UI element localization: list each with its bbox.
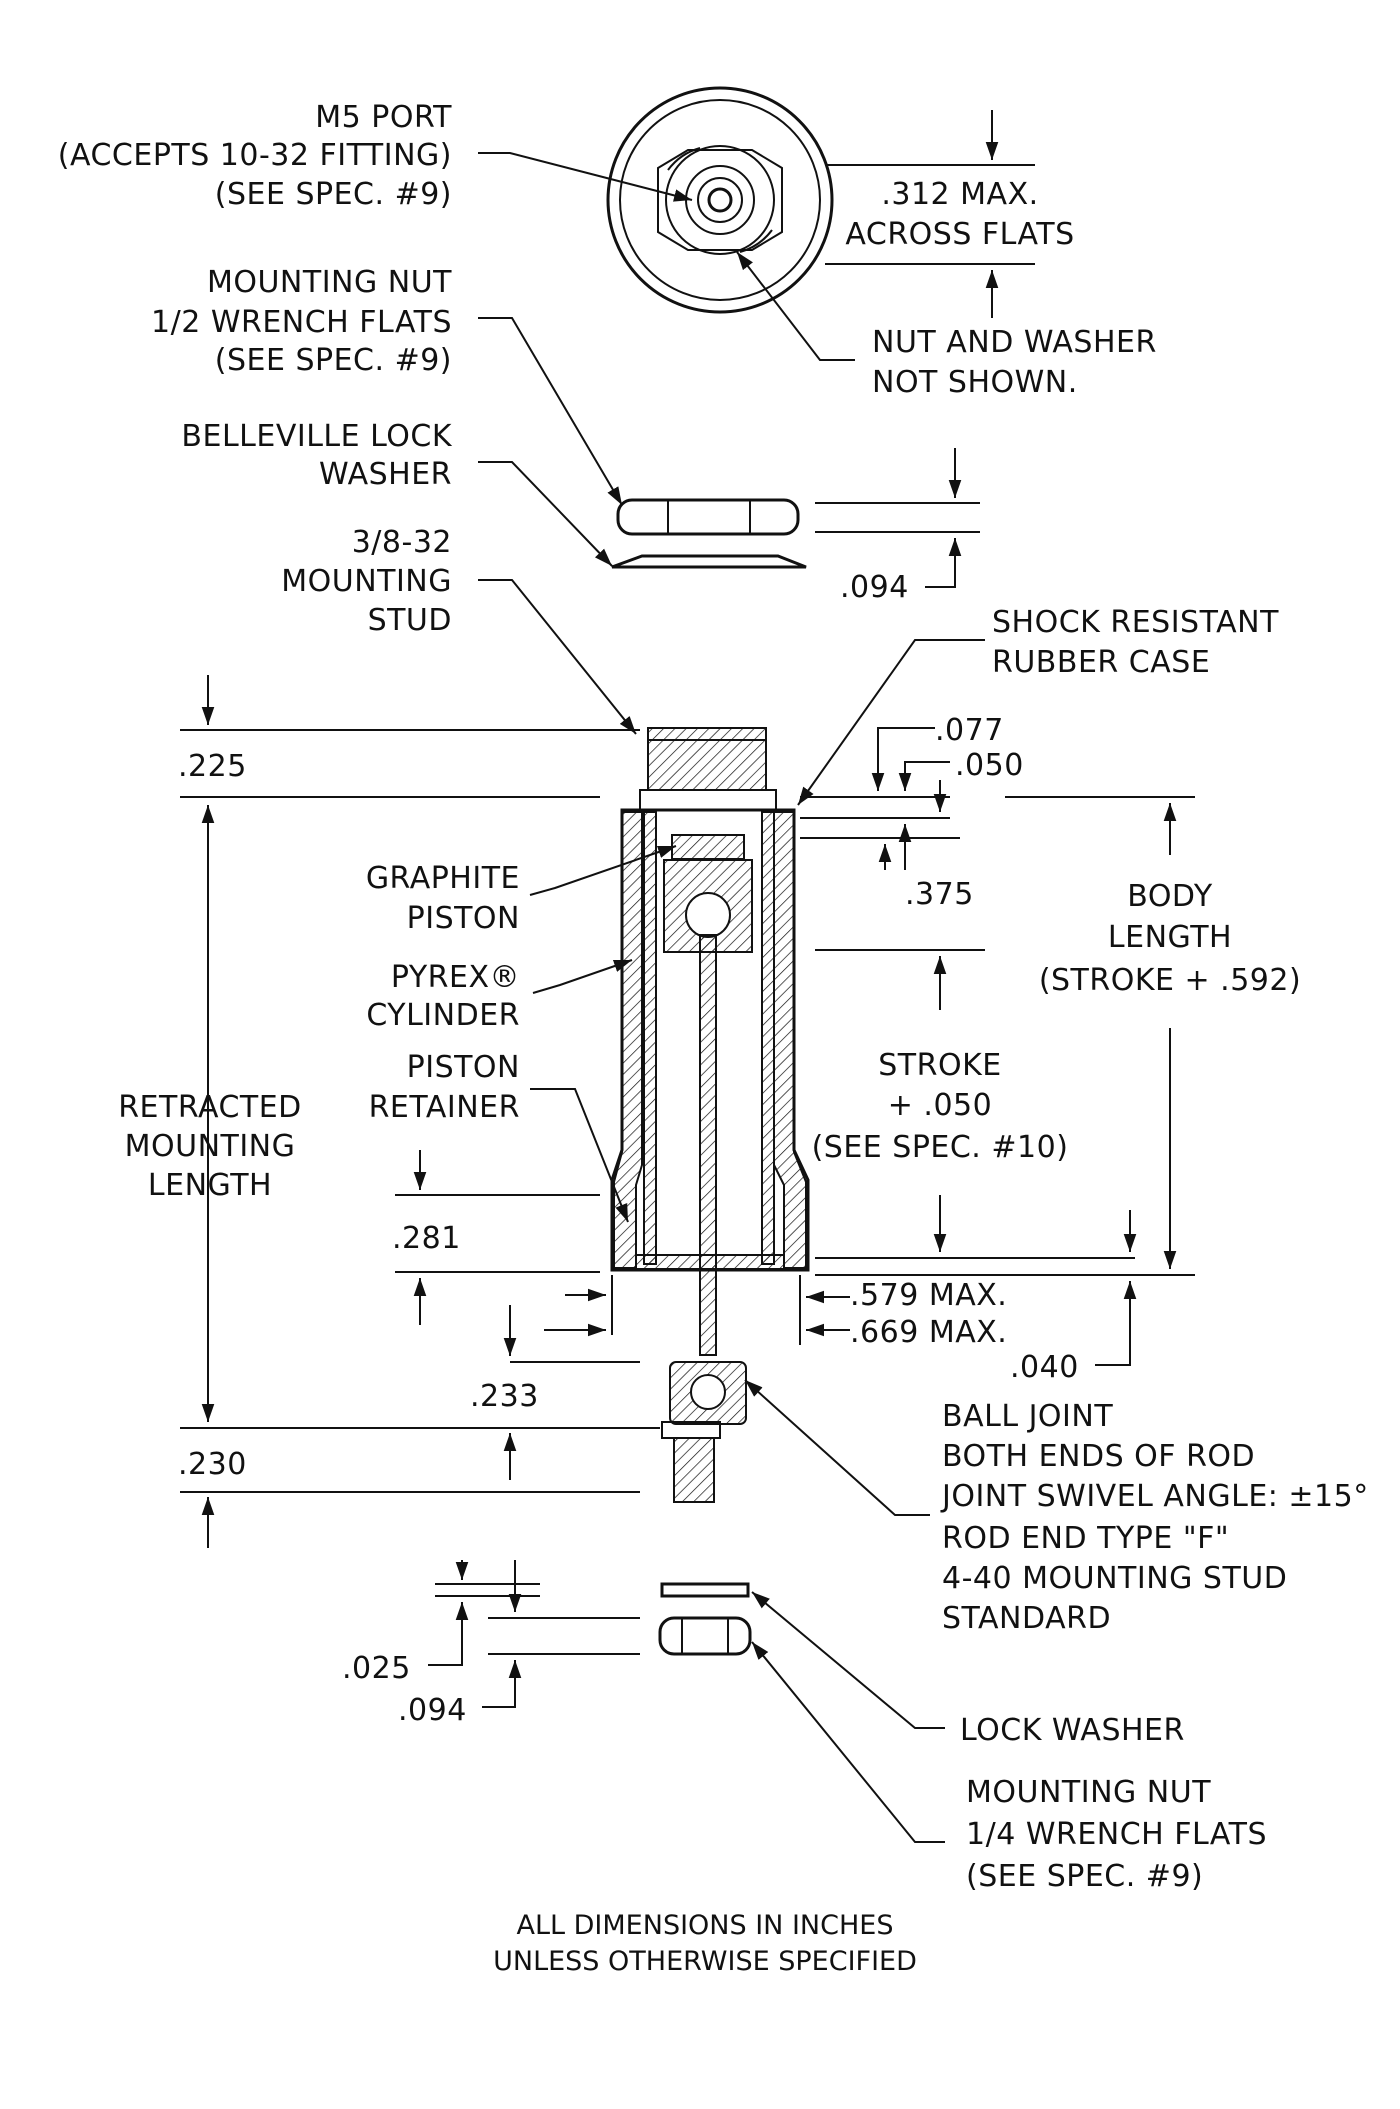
piston-retainer-label: RETAINER [369, 1090, 520, 1125]
mounting-nut-top-label: (SEE SPEC. #9) [215, 343, 452, 378]
m5-port-label: (SEE SPEC. #9) [215, 177, 452, 212]
footer-note: ALL DIMENSIONS IN INCHES [517, 1910, 894, 1941]
top-nut-dimension [815, 448, 980, 588]
dim-230: .230 [178, 1447, 247, 1482]
dimension-lines [180, 675, 1195, 1708]
dim-040: .040 [1010, 1350, 1079, 1385]
leader-lines [478, 152, 985, 1843]
belleville-washer [611, 554, 807, 569]
dim-669: .669 MAX. [850, 1315, 1007, 1350]
ball-joint-label: BALL JOINT [942, 1399, 1113, 1434]
belleville-label: BELLEVILLE LOCK [181, 419, 452, 454]
dim-094-bottom: .094 [398, 1693, 467, 1728]
rod-end [661, 1361, 747, 1503]
stroke-label: (SEE SPEC. #10) [812, 1130, 1069, 1165]
stroke-label: + .050 [888, 1088, 992, 1123]
nut-washer-not-shown-label: NUT AND WASHER [872, 325, 1157, 360]
dim-375: .375 [905, 877, 974, 912]
piston-retainer-label: PISTON [407, 1050, 520, 1085]
top-view [606, 86, 834, 314]
ball-joint-label: 4-40 MOUNTING STUD [942, 1561, 1287, 1596]
pyrex-cylinder-label: CYLINDER [366, 998, 520, 1033]
graphite-piston-label: PISTON [407, 901, 520, 936]
dim-579: .579 MAX. [850, 1278, 1007, 1313]
mounting-nut-bottom-label: MOUNTING NUT [966, 1775, 1211, 1810]
dimension-values: .094 .225 .077 .050 .375 .281 .579 MAX. … [178, 570, 1079, 1728]
mounting-stud-label: MOUNTING [281, 564, 452, 599]
retracted-length-label: MOUNTING [125, 1129, 296, 1164]
across-flats-dimension [825, 110, 1035, 318]
shock-case-label: RUBBER CASE [992, 645, 1210, 680]
mounting-nut-bottom-label: (SEE SPEC. #9) [966, 1859, 1203, 1894]
stroke-label: STROKE [878, 1048, 1001, 1083]
dim-094-top: .094 [840, 570, 909, 605]
mounting-stud-label: 3/8-32 [352, 525, 452, 560]
top-mounting-nut [616, 498, 800, 536]
mounting-nut-top-label: 1/2 WRENCH FLATS [151, 305, 452, 340]
m5-port-label: M5 PORT [315, 100, 452, 135]
across-flats-label: ACROSS FLATS [845, 217, 1074, 252]
retracted-length-label: LENGTH [148, 1168, 272, 1203]
body-length-label: (STROKE + .592) [1039, 963, 1301, 998]
dim-025: .025 [342, 1651, 411, 1686]
labels: M5 PORT (ACCEPTS 10-32 FITTING) (SEE SPE… [58, 100, 1369, 1977]
mounting-nut-bottom-label: 1/4 WRENCH FLATS [966, 1817, 1267, 1852]
bottom-mounting-nut [658, 1616, 752, 1656]
m5-port-label: (ACCEPTS 10-32 FITTING) [58, 138, 452, 173]
dim-225: .225 [178, 749, 247, 784]
dim-281: .281 [392, 1221, 461, 1256]
dim-233: .233 [470, 1379, 539, 1414]
body-length-label: BODY [1127, 879, 1213, 914]
graphite-piston-label: GRAPHITE [366, 861, 520, 896]
shock-case-label: SHOCK RESISTANT [992, 605, 1279, 640]
pyrex-cylinder-label: PYREX® [391, 960, 520, 995]
ball-joint-label: STANDARD [942, 1601, 1111, 1636]
dim-077: .077 [935, 713, 1004, 748]
dim-050: .050 [955, 748, 1024, 783]
ball-joint-label: BOTH ENDS OF ROD [942, 1439, 1255, 1474]
nut-washer-not-shown-label: NOT SHOWN. [872, 365, 1078, 400]
mounting-nut-top-label: MOUNTING NUT [207, 265, 452, 300]
footer-note: UNLESS OTHERWISE SPECIFIED [493, 1946, 917, 1977]
across-flats-label: .312 MAX. [881, 177, 1038, 212]
shock-body [610, 727, 810, 1356]
lock-washer-label: LOCK WASHER [960, 1713, 1185, 1748]
ball-joint-label: JOINT SWIVEL ANGLE: ±15° [940, 1479, 1369, 1514]
mounting-stud-label: STUD [368, 603, 452, 638]
retracted-length-label: RETRACTED [118, 1090, 302, 1125]
ball-joint-label: ROD END TYPE "F" [942, 1521, 1229, 1556]
bottom-lock-washer [660, 1582, 750, 1598]
body-length-label: LENGTH [1108, 920, 1232, 955]
belleville-label: WASHER [319, 457, 452, 492]
